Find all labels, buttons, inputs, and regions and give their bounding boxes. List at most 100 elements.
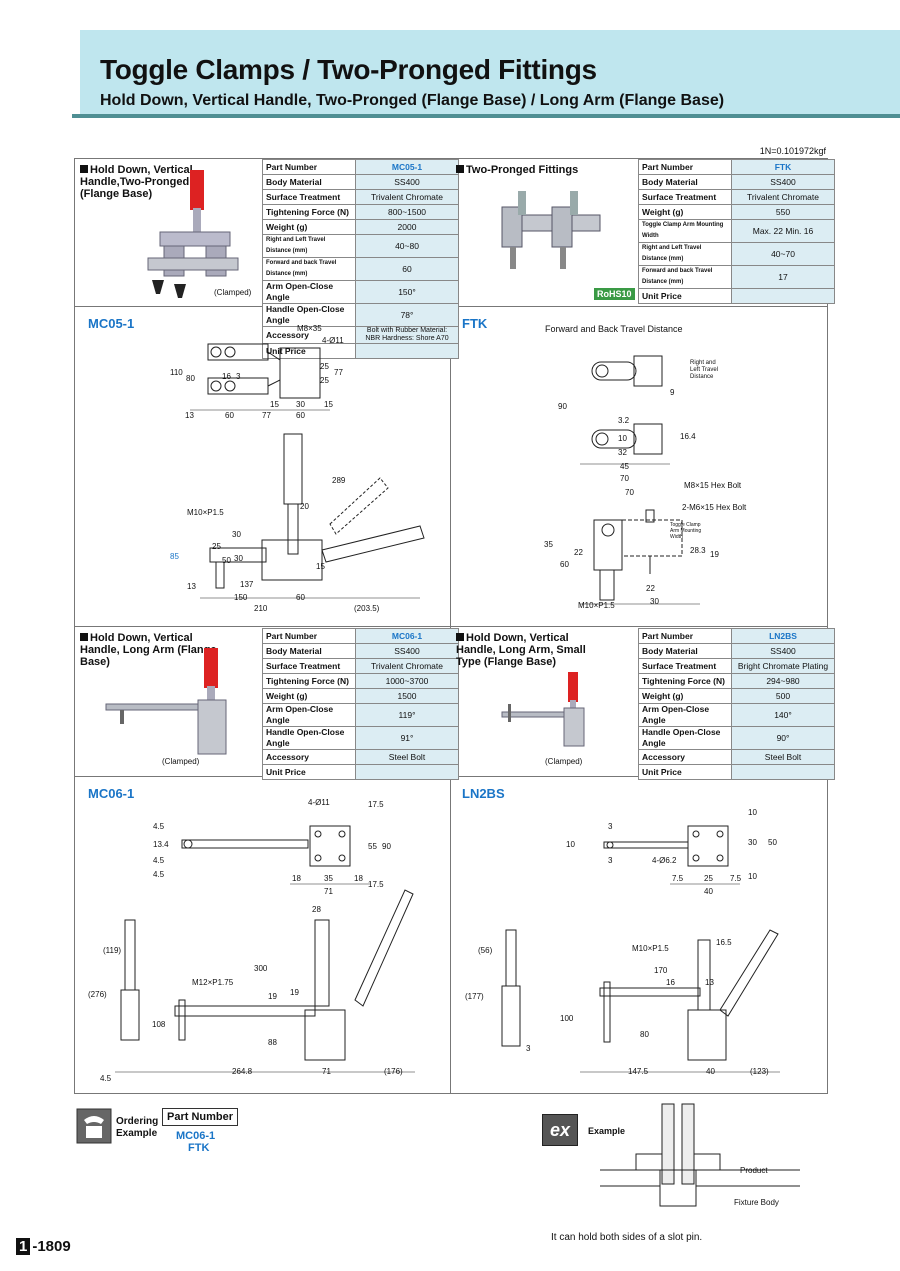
spec-key: Arm Open-Close Angle <box>638 703 732 727</box>
spec-key: Right and Left Travel Distance (mm) <box>262 234 356 258</box>
dim-label: 35 <box>544 540 553 549</box>
dim-label: 25 <box>704 874 713 883</box>
dim-label: 15 <box>270 400 279 409</box>
spec-value: Bolt with Rubber Material: NBR Hardness:… <box>355 326 459 344</box>
dim-label: 80 <box>640 1030 649 1039</box>
spec-row: Forward and back Travel Distance (mm)17 <box>638 265 835 289</box>
dim-label: 19 <box>290 988 299 997</box>
dim-label: (119) <box>103 946 122 955</box>
dim-label: 35 <box>324 874 333 883</box>
dim-label: 45 <box>620 462 629 471</box>
drawing-mc06-side <box>115 889 415 1073</box>
phone-icon <box>76 1108 112 1144</box>
product-image-mc05 <box>147 170 239 298</box>
dim-label: 15 <box>316 562 325 571</box>
dim-label: 77 <box>262 411 271 420</box>
spec-key: Tightening Force (N) <box>262 673 356 689</box>
spec-key: Unit Price <box>638 288 732 304</box>
dim-label: (203.5) <box>354 604 380 613</box>
spec-value: 91° <box>355 726 459 750</box>
dim-label: (56) <box>478 946 493 955</box>
product-name-mc06: Hold Down, Vertical Handle, Long Arm (Fl… <box>80 632 217 668</box>
spec-value: 60 <box>355 257 459 281</box>
dim-label: 90 <box>382 842 391 851</box>
page-title: Toggle Clamps / Two-Pronged Fittings <box>100 54 597 85</box>
spec-key: Accessory <box>638 749 732 765</box>
header-banner: Toggle Clamps / Two-Pronged Fittings Hol… <box>72 30 900 118</box>
dim-label: 50 <box>222 556 231 565</box>
spec-key: Body Material <box>638 643 732 659</box>
dim-label: 137 <box>240 580 254 589</box>
dim-label: 4.5 <box>153 822 165 831</box>
dim-label: 70 <box>625 488 634 497</box>
dim-label: 16.5 <box>716 938 732 947</box>
spec-key: Tightening Force (N) <box>638 673 732 689</box>
spec-key: Weight (g) <box>262 219 356 235</box>
product-image-ln2bs <box>501 672 585 747</box>
spec-value: MC06-1 <box>355 628 459 644</box>
ex-badge: ex <box>542 1114 578 1146</box>
spec-key: Surface Treatment <box>262 189 356 205</box>
dim-label: 90 <box>558 402 567 411</box>
dim-label: (123) <box>750 1067 769 1076</box>
dim-label: 13 <box>705 978 714 987</box>
spec-value: 17 <box>731 265 835 289</box>
dim-label: 18 <box>292 874 301 883</box>
unit-conversion: 1N=0.101972kgf <box>759 146 826 156</box>
drawing-mc06-top <box>181 825 370 885</box>
dim-label: 147.5 <box>628 1067 649 1076</box>
dim-label: 4-Ø11 <box>308 798 330 807</box>
dim-label: 30 <box>296 400 305 409</box>
header-underline <box>72 114 900 118</box>
example-label: Example <box>588 1126 626 1136</box>
dim-label: 4-Ø6.2 <box>652 856 677 865</box>
dim-label: 15 <box>324 400 333 409</box>
spec-key: Arm Open-Close Angle <box>262 280 356 304</box>
spec-key: Handle Open-Close Angle <box>262 303 356 327</box>
dim-label: M10×P1.5 <box>187 508 224 517</box>
spec-value: 140° <box>731 703 835 727</box>
spec-value: FTK <box>731 159 835 175</box>
ordering-item: MC06-1 <box>176 1130 216 1142</box>
dim-label: 60 <box>560 560 569 569</box>
dim-label: (177) <box>465 992 484 1001</box>
example-fixture-label: Fixture Body <box>734 1198 779 1207</box>
spec-row: Forward and back Travel Distance (mm)60 <box>262 257 459 281</box>
spec-row: Tightening Force (N)1000~3700 <box>262 673 459 689</box>
dim-label: 4.5 <box>153 856 165 865</box>
dim-label: 77 <box>334 368 343 377</box>
product-name-ftk: Two-Pronged Fittings <box>456 164 578 176</box>
dim-label: 3 <box>236 372 241 381</box>
spec-row: Weight (g)2000 <box>262 219 459 235</box>
spec-value: 90° <box>731 726 835 750</box>
dim-label: 19 <box>710 550 719 559</box>
spec-value: 2000 <box>355 219 459 235</box>
example-product-label: Product <box>740 1166 768 1175</box>
dim-label: 10 <box>748 872 757 881</box>
spec-value: 78° <box>355 303 459 327</box>
dim-label: M10×P1.5 <box>632 944 669 953</box>
dim-label: 25 <box>320 362 329 371</box>
example-drawing <box>600 1103 800 1207</box>
dim-label: 20 <box>300 502 309 511</box>
caption-clamped: (Clamped) <box>214 288 252 297</box>
spec-row: Right and Left Travel Distance (mm)40~70 <box>638 242 835 266</box>
dim-label: M8×15 Hex Bolt <box>684 481 742 490</box>
dim-label: 40 <box>704 887 713 896</box>
dim-label: 4.5 <box>153 870 165 879</box>
dim-label: 85 <box>170 552 179 561</box>
spec-key: Weight (g) <box>262 688 356 704</box>
dim-label: (276) <box>88 990 107 999</box>
spec-value: 40~80 <box>355 234 459 258</box>
spec-value: SS400 <box>355 643 459 659</box>
dim-label: 7.5 <box>672 874 684 883</box>
